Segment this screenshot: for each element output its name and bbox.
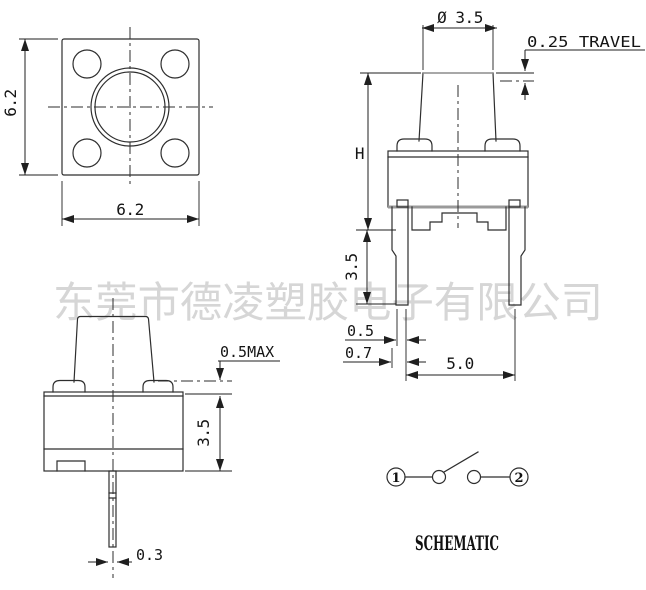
terminal-2-label: 2 [514, 471, 523, 486]
pin-tip-width-label: 0.5 [347, 322, 374, 340]
dia-extension-lines [422, 25, 494, 70]
schematic: 1 2 SCHEMATIC [386, 451, 529, 555]
switch-lever [443, 451, 479, 473]
mount-hole-bottom-right [160, 138, 190, 168]
schematic-title: SCHEMATIC [415, 531, 499, 555]
terminal-1-label: 1 [391, 471, 400, 486]
pin-shoulder-left [396, 199, 409, 208]
boss-right [142, 379, 174, 393]
mount-hole-bottom-left [72, 138, 102, 168]
top-view-width-dim-label: 6.2 [116, 200, 143, 219]
pin-right [508, 206, 526, 306]
company-watermark: 东莞市德凌塑胶电子有限公司 [53, 278, 603, 327]
boss-right [484, 138, 521, 152]
plunger-sides [418, 72, 497, 142]
base-notch [56, 460, 86, 472]
contact-right [466, 469, 482, 485]
top-view-height-dim-label: 6.2 [1, 89, 20, 116]
travel-label: 0.25 TRAVEL [527, 33, 641, 51]
terminal-2-circle [509, 467, 529, 487]
pin-shoulder-right [508, 199, 521, 208]
front-view: 0.5MAX 3.5 0.3 [43, 298, 280, 578]
height-dim-label: H [355, 144, 364, 163]
pin-left [391, 206, 409, 306]
pin-length-label: 3.5 [342, 253, 361, 280]
body-height-ext-lines [185, 393, 232, 472]
boss-left [52, 379, 86, 393]
button-diameter-label: Ø 3.5 [437, 8, 483, 27]
pin-thickness-label: 0.3 [136, 546, 163, 564]
boss-left [396, 138, 433, 152]
body-height-label: 3.5 [194, 419, 213, 446]
pin-width-extension-lines [391, 309, 516, 381]
mount-hole-top-right [160, 49, 190, 79]
pin-width-label: 0.7 [345, 344, 372, 362]
top-view: 6.2 6.2 [1, 27, 213, 226]
pin-pitch-label: 5.0 [446, 354, 473, 373]
contact-left [431, 469, 447, 485]
mount-hole-top-left [72, 49, 102, 79]
base-step-profile [411, 206, 507, 231]
stem-protrusion-label: 0.5MAX [220, 343, 274, 361]
side-view: Ø 3.5 0.25 TRAVEL H 3.5 0.5 0.7 5.0 [342, 8, 645, 381]
